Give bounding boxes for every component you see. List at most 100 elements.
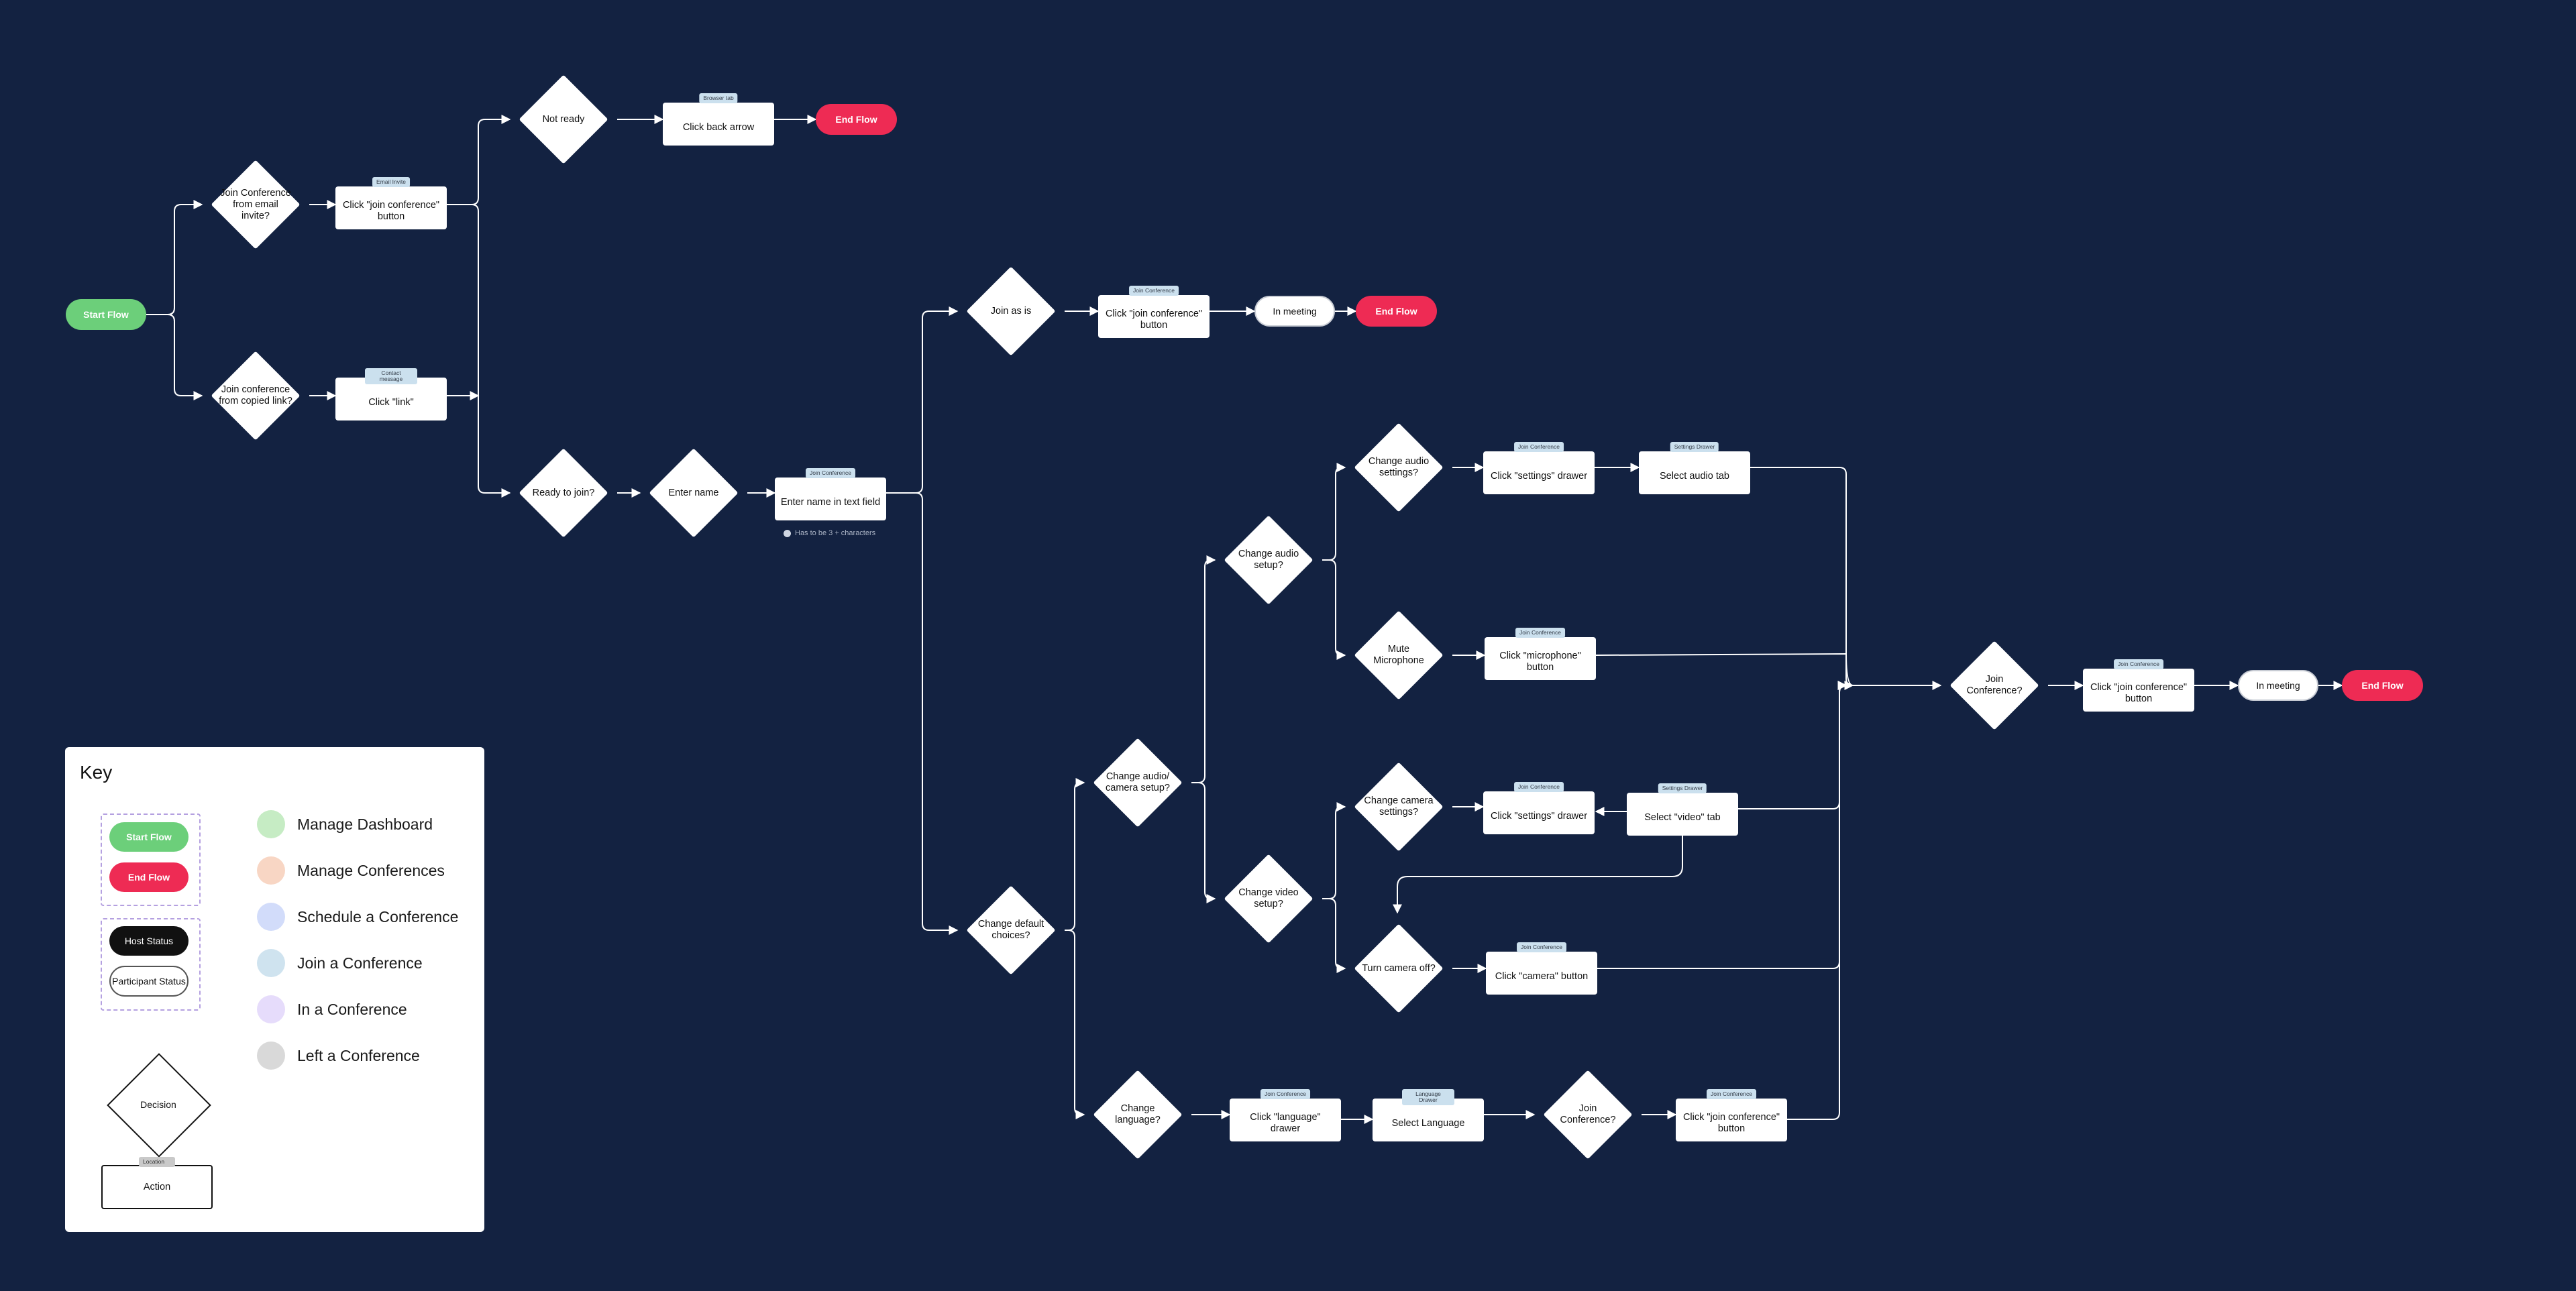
decision-change-audio-camera-setup: Change audio/ camera setup?: [1084, 729, 1191, 836]
edge-videotab-camoff: [1393, 836, 1683, 914]
decision-join-from-email: Join Conference from email invite?: [202, 151, 309, 258]
legend-label: Join a Conference: [297, 954, 423, 972]
location-tag: Join Conference: [1517, 942, 1566, 952]
start-flow-node: Start Flow: [66, 299, 146, 330]
end-flow-node-1: End Flow: [816, 104, 897, 135]
decision-ready-to-join: Ready to join?: [510, 439, 617, 547]
action-label: Click "language" drawer: [1250, 1112, 1321, 1134]
key-participant-status: Participant Status: [109, 966, 189, 997]
decision-change-audio-setup: Change audio setup?: [1215, 506, 1322, 614]
legend-item-manage-conferences: Manage Conferences: [257, 856, 445, 885]
edge-entername-defaults: [886, 492, 959, 935]
decision-join-conference-language: Join Conference?: [1534, 1061, 1642, 1168]
key-flow-group: [101, 813, 201, 906]
location-tag: Email Invite: [372, 177, 410, 187]
edge-videotab-join: [1738, 681, 1847, 809]
decision-label: Enter name: [668, 487, 719, 498]
key-action-label: Action: [143, 1182, 171, 1192]
edge-video-camsettings: [1322, 802, 1346, 899]
action-label: Click "join conference" button: [1682, 1112, 1780, 1134]
end-flow-node-3: End Flow: [2342, 670, 2423, 701]
decision-label: Join conference from copied link?: [219, 384, 292, 406]
action-label: Select Language: [1391, 1117, 1465, 1129]
decision-join-as-is: Join as is: [957, 258, 1065, 365]
decision-turn-camera-off: Turn camera off?: [1345, 915, 1452, 1022]
key-decision: Decision: [107, 1053, 211, 1158]
decision-join-from-link: Join conference from copied link?: [202, 342, 309, 449]
legend-item-schedule-conference: Schedule a Conference: [257, 903, 458, 931]
edge-video-camoff: [1322, 898, 1346, 973]
note-text: Has to be 3 + characters: [795, 529, 876, 537]
decision-not-ready: Not ready: [510, 66, 617, 173]
decision-enter-name: Enter name: [640, 439, 747, 547]
location-tag: Settings Drawer: [1658, 783, 1707, 793]
decision-label: Change audio/ camera setup?: [1106, 771, 1170, 793]
key-decision-label: Decision: [140, 1099, 176, 1110]
legend-swatch: [257, 949, 285, 977]
edge-email-ready: [447, 204, 511, 498]
action-label: Select "video" tab: [1644, 811, 1721, 823]
decision-change-camera-settings: Change camera settings?: [1345, 753, 1452, 860]
info-icon: [784, 529, 791, 537]
edge-av-audio: [1191, 555, 1216, 783]
edge-defaults-av: [1065, 778, 1085, 931]
decision-label: Change language?: [1115, 1103, 1161, 1125]
edge-defaults-language: [1065, 930, 1085, 1119]
action-label: Click "settings" drawer: [1490, 810, 1588, 822]
legend-label: Manage Dashboard: [297, 815, 433, 833]
edge-start-link: [146, 314, 203, 400]
edge-join3-join: [1787, 681, 1847, 1120]
decision-label: Join Conference?: [1966, 674, 2023, 696]
action-label: Click "link": [368, 396, 414, 408]
key-location-tag: Location: [139, 1157, 175, 1167]
edge-entername-joinasis: [886, 306, 959, 494]
key-start-flow: Start Flow: [109, 822, 189, 852]
location-tag: Settings Drawer: [1670, 442, 1719, 452]
status-in-meeting-2: In meeting: [2238, 670, 2318, 701]
key-status-group: [101, 918, 201, 1011]
decision-label: Ready to join?: [532, 487, 595, 498]
decision-label: Join as is: [990, 305, 1032, 317]
location-tag: Join Conference: [1514, 442, 1564, 452]
key-host-status: Host Status: [109, 926, 189, 956]
edge-audio-mute: [1322, 559, 1346, 660]
location-tag: Join Conference: [1707, 1089, 1756, 1099]
location-tag: Contact message: [365, 368, 417, 384]
decision-join-conference: Join Conference?: [1941, 632, 2048, 739]
legend-swatch: [257, 810, 285, 838]
legend-item-in-conference: In a Conference: [257, 995, 407, 1023]
decision-change-video-setup: Change video setup?: [1215, 845, 1322, 952]
decision-label: Join Conference from email invite?: [220, 187, 291, 221]
location-tag: Join Conference: [1515, 628, 1565, 638]
decision-label: Change audio setup?: [1238, 549, 1299, 571]
location-tag: Language Drawer: [1402, 1089, 1454, 1105]
decision-label: Change audio settings?: [1368, 456, 1430, 478]
legend-item-join-conference: Join a Conference: [257, 949, 423, 977]
location-tag: Browser tab: [699, 93, 738, 103]
decision-label: Change default choices?: [977, 919, 1044, 941]
action-label: Click "join conference" button: [1105, 308, 1203, 331]
key-end-flow: End Flow: [109, 862, 189, 892]
edge-start-email: [146, 200, 203, 315]
decision-label: Change video setup?: [1238, 887, 1299, 909]
edge-av-video: [1191, 782, 1216, 903]
action-label: Select audio tab: [1660, 470, 1729, 482]
key-panel: Key Start Flow End Flow Host Status Part…: [65, 747, 484, 1232]
location-tag: Join Conference: [1514, 782, 1564, 792]
action-label: Click "microphone" button: [1499, 651, 1581, 673]
decision-change-audio-settings: Change audio settings?: [1345, 414, 1452, 521]
decision-label: Mute Microphone: [1373, 644, 1424, 666]
legend-label: Left a Conference: [297, 1046, 420, 1064]
decision-label: Not ready: [542, 113, 585, 125]
legend-label: Manage Conferences: [297, 861, 445, 879]
edge-audiotab-join: [1750, 467, 1942, 690]
edge-audio-settings: [1322, 463, 1346, 561]
